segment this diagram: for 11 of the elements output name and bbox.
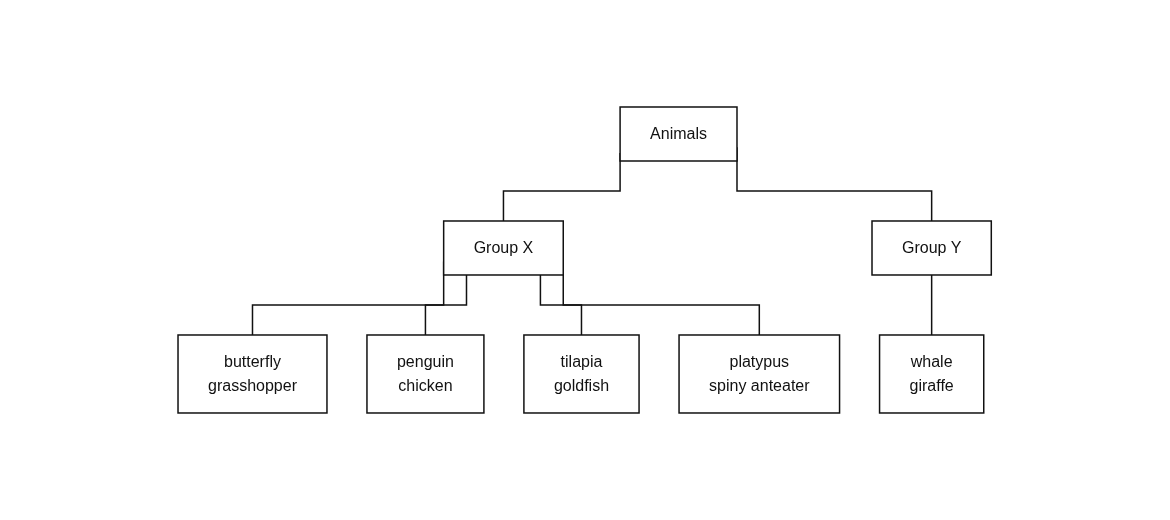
- connector: [425, 274, 468, 336]
- node-box: Group X: [443, 220, 565, 276]
- node-box: Group Y: [871, 220, 993, 276]
- node-box: butterfly grasshopper: [177, 334, 329, 414]
- node-box: penguin chicken: [366, 334, 485, 414]
- node-box: whale giraffe: [879, 334, 985, 414]
- connector: [540, 274, 583, 336]
- node-box: tilapia goldfish: [523, 334, 641, 414]
- node-box: Animals: [619, 106, 739, 162]
- connector: [931, 274, 933, 336]
- node-box: platypus spiny anteater: [678, 334, 841, 414]
